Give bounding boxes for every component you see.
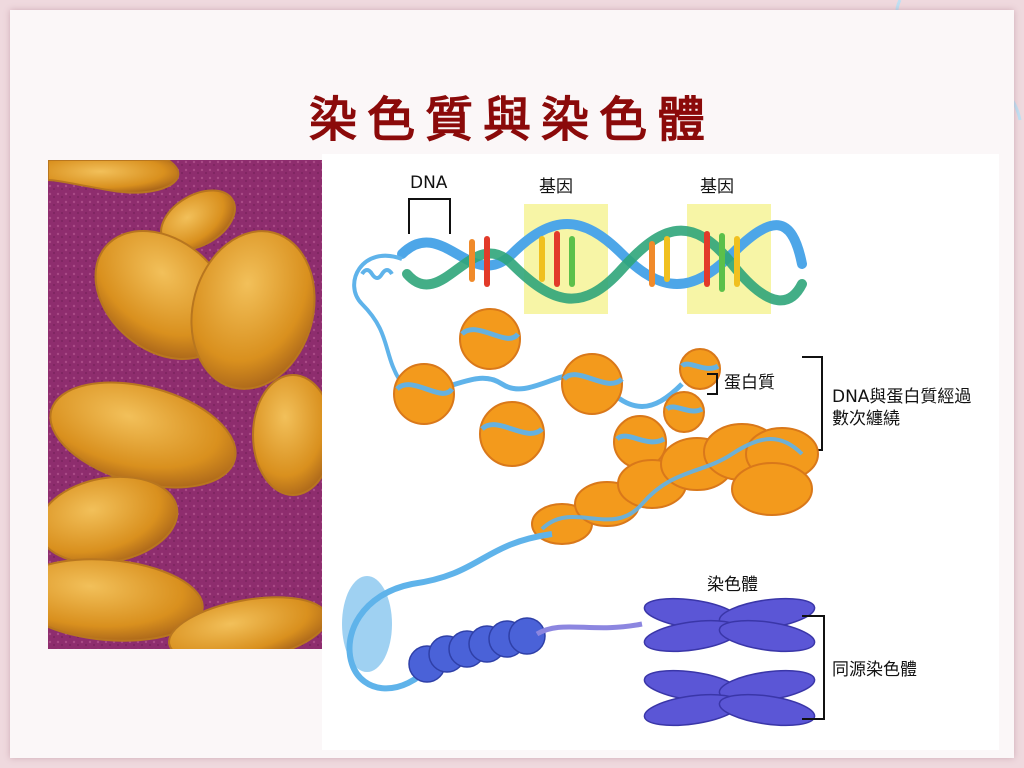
dna-double-helix bbox=[397, 219, 807, 306]
dna-label: DNA bbox=[410, 173, 448, 193]
protein-label: 蛋白質 bbox=[724, 373, 775, 393]
solenoid-fiber bbox=[531, 423, 819, 545]
condensed-chromatin bbox=[342, 531, 643, 692]
homologous-bracket bbox=[802, 615, 825, 720]
homologous-chromosome-label: 同源染色體 bbox=[832, 660, 917, 680]
chromosome-bottom bbox=[643, 669, 816, 727]
diagram-artwork bbox=[342, 198, 825, 727]
nucleosome-string bbox=[393, 308, 721, 469]
gene-label-2: 基因 bbox=[700, 177, 734, 197]
dna-bracket bbox=[408, 198, 451, 234]
chromatin-diagram: DNA 基因 基因 蛋白質 DNA與蛋白質經過數次纏繞 染色體 同源染色體 bbox=[322, 154, 999, 750]
protein-bracket bbox=[707, 373, 718, 395]
micrograph-image bbox=[48, 160, 322, 649]
coiling-label: DNA與蛋白質經過數次纏繞 bbox=[832, 387, 972, 429]
solenoid-wrap bbox=[540, 437, 804, 531]
base-pairs bbox=[469, 231, 740, 292]
slide-title: 染色質與染色體 bbox=[308, 92, 715, 148]
chromosome-top bbox=[643, 597, 816, 653]
chromosome-label: 染色體 bbox=[707, 575, 758, 595]
gene-label-1: 基因 bbox=[539, 177, 573, 197]
dna-coil-strand bbox=[352, 253, 404, 386]
chromosome-cluster bbox=[48, 160, 322, 649]
